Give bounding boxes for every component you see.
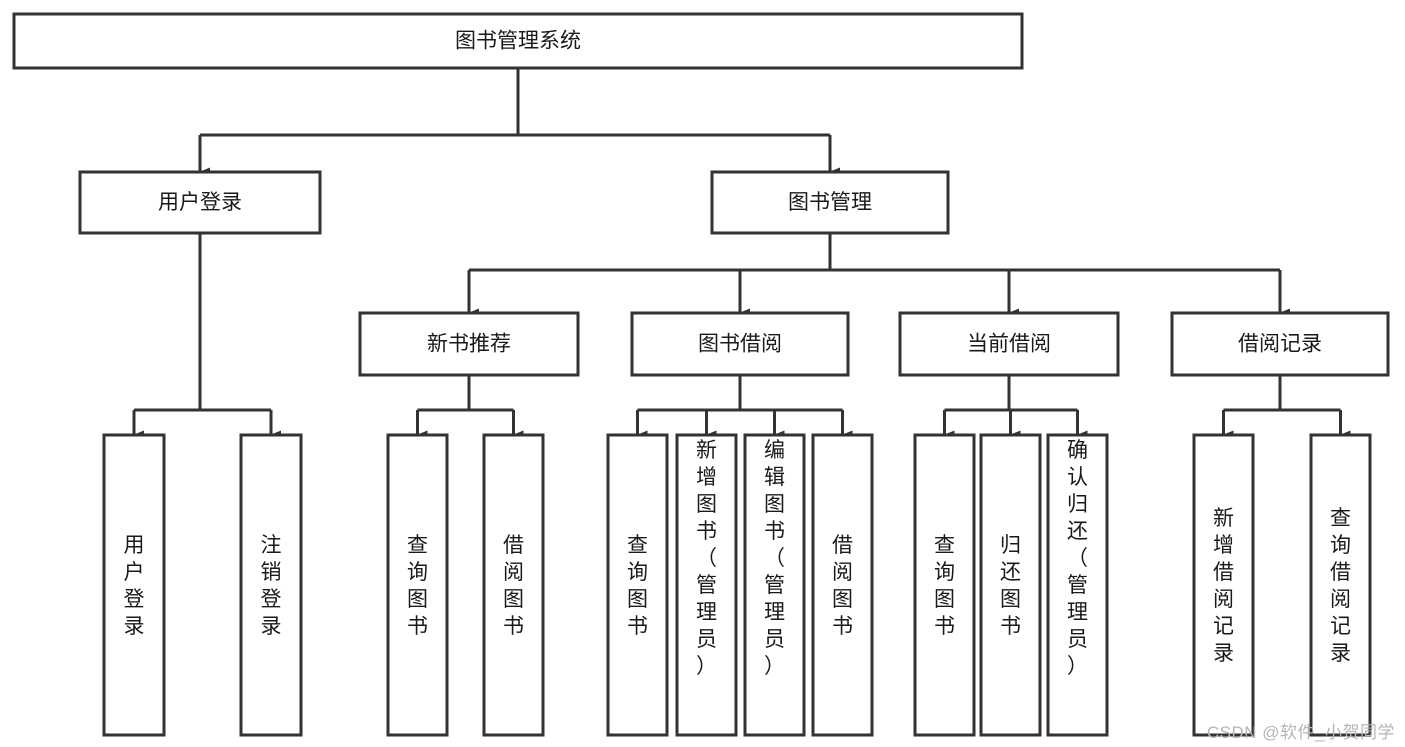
node-layer: 图书管理系统用户登录用户登录注销登录图书管理新书推荐查询图书借阅图书图书借阅查询… (12, 12, 1390, 737)
node-user-login-do[interactable]: 用户登录 (102, 433, 166, 737)
node-current-borrow[interactable]: 当前借阅 (898, 311, 1120, 377)
node-label-br-add-record: 新增借阅记录 (1213, 507, 1234, 665)
node-box-nbr-borrow-book (482, 433, 545, 737)
node-label-new-book-recommend: 新书推荐 (427, 333, 511, 356)
node-label-nbr-borrow-book: 借阅图书 (503, 534, 524, 638)
node-box-bb-add-book (675, 433, 738, 737)
node-label-cb-query-book: 查询图书 (934, 534, 955, 638)
node-box-bb-edit-book (743, 433, 806, 737)
node-box-user-logout (239, 433, 303, 737)
node-label-bb-borrow-book: 借阅图书 (832, 534, 853, 638)
node-label-cb-confirm-return: 确认归还（管理员） (1067, 439, 1088, 678)
node-box-book-borrow (630, 311, 850, 377)
node-box-user-login-do (102, 433, 166, 737)
node-box-new-book-recommend (358, 311, 580, 377)
node-label-bb-edit-book: 编辑图书（管理员） (764, 439, 785, 678)
node-box-cb-query-book (913, 433, 976, 737)
node-label-bb-add-book: 新增图书（管理员） (696, 439, 717, 678)
node-book-management[interactable]: 图书管理 (710, 170, 950, 235)
node-box-borrow-records (1170, 311, 1390, 377)
node-box-book-management (710, 170, 950, 235)
node-box-root (12, 12, 1024, 70)
node-box-current-borrow (898, 311, 1120, 377)
node-box-bb-query-book (606, 433, 669, 737)
node-label-book-management: 图书管理 (788, 191, 872, 214)
node-label-book-borrow: 图书借阅 (698, 333, 782, 356)
node-box-bb-borrow-book (811, 433, 874, 737)
node-bb-add-book[interactable]: 新增图书（管理员） (675, 433, 738, 737)
node-label-root: 图书管理系统 (455, 30, 581, 53)
node-user-logout[interactable]: 注销登录 (239, 433, 303, 737)
node-box-user-login (78, 170, 322, 235)
node-label-user-logout: 注销登录 (261, 534, 282, 638)
node-cb-query-book[interactable]: 查询图书 (913, 433, 976, 737)
node-borrow-records[interactable]: 借阅记录 (1170, 311, 1390, 377)
node-user-login[interactable]: 用户登录 (78, 170, 322, 235)
node-label-user-login-do: 用户登录 (124, 534, 145, 638)
node-cb-return-book[interactable]: 归还图书 (979, 433, 1042, 737)
node-label-current-borrow: 当前借阅 (967, 333, 1051, 356)
node-box-cb-confirm-return (1046, 433, 1109, 737)
node-label-nbr-query-book: 查询图书 (407, 534, 428, 638)
node-box-nbr-query-book (386, 433, 449, 737)
node-book-borrow[interactable]: 图书借阅 (630, 311, 850, 377)
connector-layer (132, 68, 1351, 440)
node-label-borrow-records: 借阅记录 (1238, 333, 1322, 356)
node-cb-confirm-return[interactable]: 确认归还（管理员） (1046, 433, 1109, 737)
node-label-user-login: 用户登录 (158, 191, 242, 214)
node-nbr-query-book[interactable]: 查询图书 (386, 433, 449, 737)
node-label-br-query-record: 查询借阅记录 (1330, 507, 1351, 665)
node-bb-borrow-book[interactable]: 借阅图书 (811, 433, 874, 737)
csdn-watermark: CSDN @软件_小贺同学 (1206, 723, 1395, 742)
node-bb-query-book[interactable]: 查询图书 (606, 433, 669, 737)
node-bb-edit-book[interactable]: 编辑图书（管理员） (743, 433, 806, 737)
node-new-book-recommend[interactable]: 新书推荐 (358, 311, 580, 377)
node-label-bb-query-book: 查询图书 (627, 534, 648, 638)
node-root[interactable]: 图书管理系统 (12, 12, 1024, 70)
node-box-cb-return-book (979, 433, 1042, 737)
node-label-cb-return-book: 归还图书 (1000, 534, 1021, 638)
node-br-add-record[interactable]: 新增借阅记录 (1192, 433, 1255, 737)
node-box-br-add-record (1192, 433, 1255, 737)
node-box-br-query-record (1309, 433, 1372, 737)
node-nbr-borrow-book[interactable]: 借阅图书 (482, 433, 545, 737)
node-br-query-record[interactable]: 查询借阅记录 (1309, 433, 1372, 737)
